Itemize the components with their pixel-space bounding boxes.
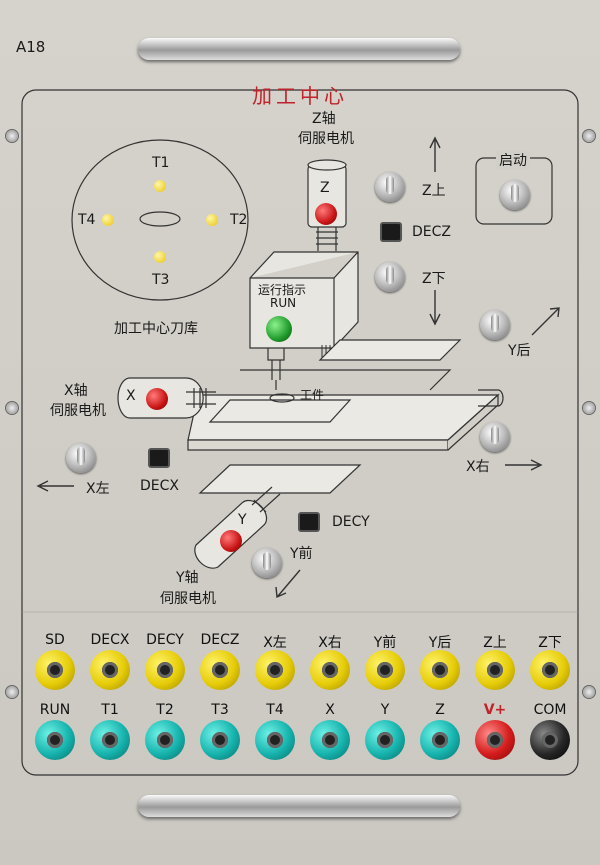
y-back-switch[interactable]	[480, 310, 510, 340]
z-up-switch[interactable]	[375, 172, 405, 202]
terminal-label: Z下	[538, 635, 562, 651]
t4-label: T4	[78, 212, 96, 228]
model-label: A18	[16, 38, 46, 56]
terminal-label: X左	[263, 635, 287, 651]
t1-label: T1	[152, 155, 170, 171]
terminal-x-right-jack[interactable]	[310, 650, 350, 690]
x-left-switch[interactable]	[66, 443, 96, 473]
t4-led	[102, 214, 114, 226]
terminal-label: X	[325, 702, 335, 718]
screw	[583, 130, 595, 142]
terminal-t3-jack[interactable]	[200, 720, 240, 760]
z-motor-caption-2: 伺服电机	[298, 131, 354, 147]
z-motor-caption-1: Z轴	[312, 111, 336, 127]
terminal-decy-jack[interactable]	[145, 650, 185, 690]
x-left-label: X左	[86, 481, 110, 497]
y-back-label: Y后	[508, 343, 531, 359]
x-motor-letter: X	[126, 388, 136, 404]
t1-led	[154, 180, 166, 192]
x-motor-caption-2: 伺服电机	[50, 403, 106, 419]
y-front-label: Y前	[290, 546, 313, 562]
terminal-label: T3	[211, 702, 229, 718]
terminal-label-vplus: V+	[483, 702, 507, 718]
terminal-label: Z上	[483, 635, 507, 651]
terminal-label: DECX	[90, 632, 130, 648]
z-motor-led	[315, 203, 337, 225]
run-caption-1: 运行指示	[258, 283, 307, 297]
terminal-t1-jack[interactable]	[90, 720, 130, 760]
z-up-label: Z上	[422, 183, 446, 199]
t2-led	[206, 214, 218, 226]
z-down-switch[interactable]	[375, 262, 405, 292]
decy-button[interactable]	[298, 512, 320, 532]
terminal-label: DECY	[146, 632, 184, 648]
terminal-label: SD	[45, 632, 65, 648]
z-down-label: Z下	[422, 271, 446, 287]
terminal-x-jack[interactable]	[310, 720, 350, 760]
y-motor-led	[220, 530, 242, 552]
start-label: 启动	[496, 150, 530, 170]
start-switch[interactable]	[500, 180, 530, 210]
y-front-switch[interactable]	[252, 548, 282, 578]
terminal-label: T1	[101, 702, 119, 718]
z-motor-letter: Z	[320, 180, 330, 196]
terminal-run-jack[interactable]	[35, 720, 75, 760]
terminal-com-jack[interactable]	[530, 720, 570, 760]
terminal-decx-jack[interactable]	[90, 650, 130, 690]
terminal-decz-jack[interactable]	[200, 650, 240, 690]
terminal-label: T4	[266, 702, 284, 718]
terminal-t2-jack[interactable]	[145, 720, 185, 760]
terminal-y-back-jack[interactable]	[420, 650, 460, 690]
screw	[6, 402, 18, 414]
terminal-label: DECZ	[200, 632, 240, 648]
decx-button[interactable]	[148, 448, 170, 468]
terminal-t4-jack[interactable]	[255, 720, 295, 760]
terminal-label: COM	[533, 702, 567, 718]
t3-label: T3	[152, 272, 170, 288]
terminal-label: Y前	[373, 635, 397, 651]
y-motor-caption-2: 伺服电机	[160, 591, 216, 607]
decz-label: DECZ	[412, 224, 451, 240]
terminal-label: T2	[156, 702, 174, 718]
terminal-label: RUN	[39, 702, 71, 718]
terminal-x-left-jack[interactable]	[255, 650, 295, 690]
x-motor-caption-1: X轴	[64, 383, 88, 399]
terminal-label: X右	[318, 635, 342, 651]
y-motor-caption-1: Y轴	[176, 570, 199, 586]
terminal-y-front-jack[interactable]	[365, 650, 405, 690]
y-motor-letter: Y	[238, 512, 247, 528]
x-right-label: X右	[466, 459, 490, 475]
screw	[583, 686, 595, 698]
terminal-y-jack[interactable]	[365, 720, 405, 760]
terminal-z-down-jack[interactable]	[530, 650, 570, 690]
terminal-label: Z	[435, 702, 445, 718]
x-motor-led	[146, 388, 168, 410]
t3-led	[154, 251, 166, 263]
decz-button[interactable]	[380, 222, 402, 242]
screw	[583, 402, 595, 414]
x-right-switch[interactable]	[480, 422, 510, 452]
page-title: 加工中心	[252, 84, 348, 108]
terminal-sd-jack[interactable]	[35, 650, 75, 690]
run-caption-2: RUN	[270, 296, 297, 310]
top-handle[interactable]	[138, 38, 460, 60]
decy-label: DECY	[332, 514, 370, 530]
decx-label: DECX	[140, 478, 179, 494]
terminal-label: Y后	[428, 635, 452, 651]
screw	[6, 686, 18, 698]
terminal-label: Y	[380, 702, 390, 718]
terminal-z-up-jack[interactable]	[475, 650, 515, 690]
t2-label: T2	[230, 212, 248, 228]
tool-magazine-caption: 加工中心刀库	[114, 321, 198, 337]
run-led	[266, 316, 292, 342]
screw	[6, 130, 18, 142]
workpiece-label: 工件	[300, 388, 325, 402]
terminal-z-jack[interactable]	[420, 720, 460, 760]
bottom-handle[interactable]	[138, 795, 460, 817]
terminal-vplus-jack[interactable]	[475, 720, 515, 760]
